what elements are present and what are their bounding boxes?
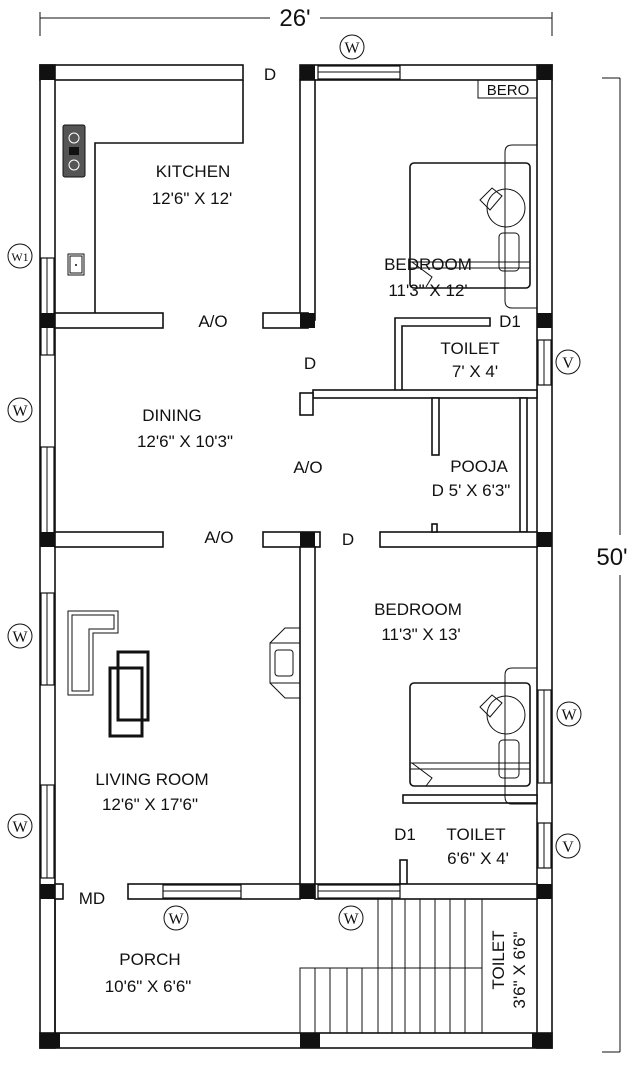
svg-text:W: W — [12, 403, 28, 420]
bed-icon — [409, 667, 538, 805]
window-tag-top: W — [339, 34, 365, 60]
walls — [39, 64, 553, 1049]
porch-size: 10'6" X 6'6" — [105, 977, 192, 996]
ventilator-tag-toilet2: V — [555, 833, 581, 859]
dining-label: DINING — [142, 406, 202, 425]
coffee-table-icon — [108, 650, 150, 738]
staircase — [299, 898, 483, 1033]
svg-text:W: W — [343, 911, 359, 928]
main-door-label: MD — [79, 889, 105, 908]
svg-text:W: W — [344, 40, 360, 57]
toilet2-size: 6'6" X 4' — [447, 849, 509, 868]
door-toilet1-label: D1 — [499, 312, 521, 331]
porch-label: PORCH — [119, 950, 180, 969]
toilet3-size: 3'6" X 6'6" — [510, 931, 529, 1008]
arch-opening-kitchen-label: A/O — [198, 312, 227, 331]
bero-label: BERO — [487, 82, 530, 99]
length-dimension: 50' — [596, 77, 628, 1053]
pooja-size: D 5' X 6'3" — [432, 481, 511, 500]
dining-size: 12'6" X 10'3" — [137, 432, 233, 451]
kitchen-counter — [94, 80, 244, 313]
svg-text:W1: W1 — [11, 250, 28, 264]
width-dimension: 26' — [39, 5, 553, 36]
kitchen-size: 12'6" X 12' — [152, 189, 233, 208]
living-room-size: 12'6" X 17'6" — [102, 795, 198, 814]
toilet1-label: TOILET — [440, 339, 499, 358]
window-tag-kitchen: W1 — [7, 243, 33, 269]
svg-text:W: W — [561, 707, 577, 724]
bedroom2-size: 11'3" X 13' — [381, 625, 460, 644]
window-tag-living-1: W — [7, 623, 33, 649]
arch-opening-dining-label: A/O — [293, 458, 322, 477]
arch-opening-living-label: A/O — [204, 528, 233, 547]
pooja-label: POOJA — [450, 457, 508, 476]
svg-text:V: V — [562, 355, 574, 372]
door-bedroom2-label: D — [342, 530, 354, 549]
tv-unit-icon — [269, 627, 301, 699]
svg-text:W: W — [168, 911, 184, 928]
window-tag-porch-1: W — [163, 905, 189, 931]
door-bedroom1-label: D — [304, 354, 316, 373]
columns — [40, 65, 552, 1048]
window-tag-living-2: W — [7, 813, 33, 839]
window-tag-dining: W — [7, 397, 33, 423]
bed-icon — [409, 144, 538, 309]
svg-text:W: W — [12, 629, 28, 646]
bero-box — [477, 79, 538, 99]
svg-text:V: V — [562, 839, 574, 856]
stove-icon — [62, 124, 86, 178]
width-label: 26' — [279, 5, 310, 32]
length-label: 50' — [596, 544, 627, 571]
kitchen-label: KITCHEN — [156, 162, 231, 181]
bedroom1-label: BEDROOM — [384, 255, 472, 274]
door-toilet2-label: D1 — [394, 825, 416, 844]
window-tag-bedroom2: W — [556, 701, 582, 727]
bedroom1-size: 11'3" X 12' — [388, 281, 467, 300]
sink-icon — [67, 253, 85, 276]
bedroom2-label: BEDROOM — [374, 600, 462, 619]
window-tag-porch-2: W — [338, 905, 364, 931]
living-room-label: LIVING ROOM — [95, 770, 208, 789]
svg-text:W: W — [12, 819, 28, 836]
sofa-icon — [67, 610, 119, 696]
ventilator-tag-toilet1: V — [555, 349, 581, 375]
toilet3-label: TOILET — [489, 930, 508, 989]
toilet1-size: 7' X 4' — [452, 362, 498, 381]
toilet2-label: TOILET — [446, 825, 505, 844]
door-kitchen-label: D — [264, 65, 276, 84]
